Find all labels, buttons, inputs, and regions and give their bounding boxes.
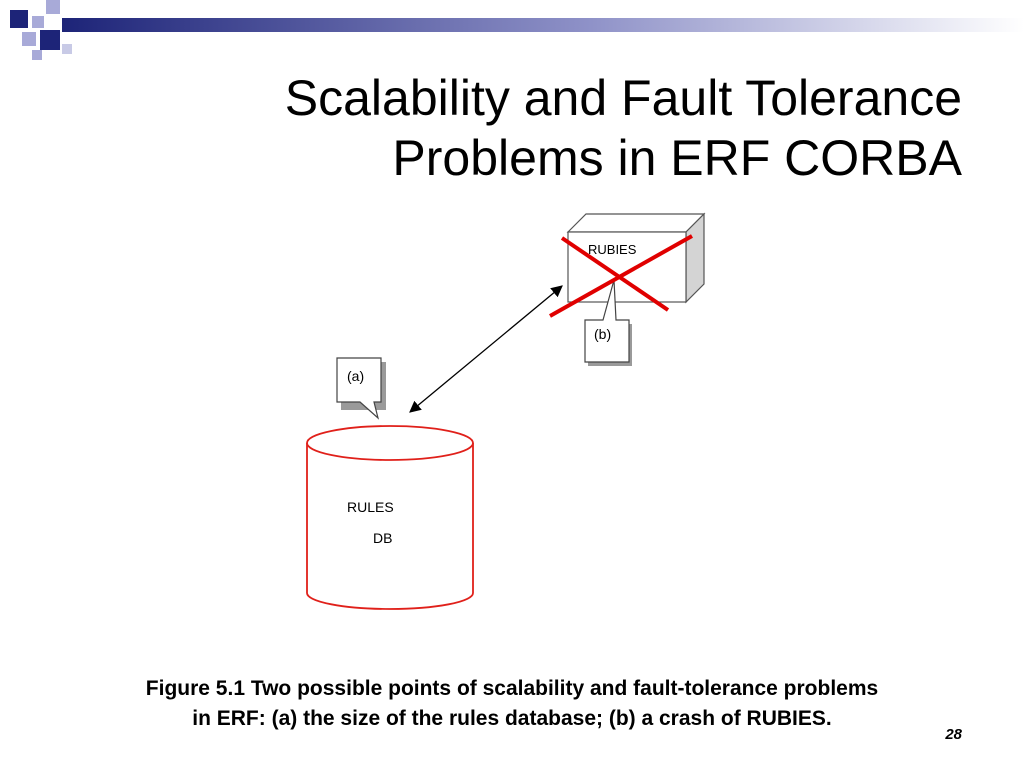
rules-db-cylinder: RULES DB [306,425,474,610]
server-label: RUBIES [588,242,637,257]
deco-square [22,32,36,46]
callout-a: (a) [336,357,386,420]
crash-cross-stroke-1 [560,236,670,312]
cylinder-body [306,443,474,610]
deco-square [46,0,60,14]
server-box-front [567,231,687,303]
rubies-server-box: RUBIES [566,212,706,304]
slide-title-line-2: Problems in ERF CORBA [392,130,962,186]
callout-a-body [336,357,382,420]
callout-b-body [584,279,630,363]
deco-square [32,50,42,60]
callout-b-label: (b) [594,326,611,342]
server-box-top [566,213,706,233]
cylinder-top [306,425,474,461]
crash-cross-stroke-2 [549,234,693,318]
deco-square [32,16,44,28]
gradient-bar [62,18,1024,32]
connection-arrow [409,285,563,413]
callout-b: (b) [584,279,632,366]
page-number: 28 [945,726,962,743]
db-label-line-2: DB [373,530,392,546]
slide-title: Scalability and Fault Tolerance Problems… [102,68,962,188]
title-decoration [10,0,1024,60]
caption-line-1: Figure 5.1 Two possible points of scalab… [145,677,879,700]
slide-title-line-1: Scalability and Fault Tolerance [284,70,962,126]
callout-a-label: (a) [347,368,364,384]
deco-square [10,10,28,28]
db-label-line-1: RULES [347,499,394,515]
deco-square [40,30,60,50]
figure-caption: Figure 5.1 Two possible points of scalab… [40,674,984,734]
crash-cross [549,234,693,318]
caption-line-2: in ERF: (a) the size of the rules databa… [192,707,832,730]
deco-square [62,44,72,54]
